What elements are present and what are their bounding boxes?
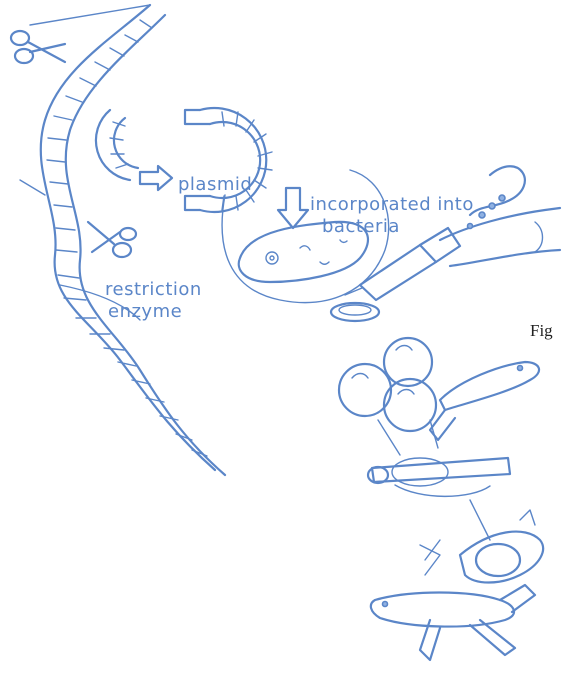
dna-helix-icon [20, 5, 225, 475]
restriction-enzyme-label-line1: restriction [105, 279, 202, 300]
figure-caption-fragment: Fig [530, 321, 553, 340]
connector-lines [378, 420, 490, 575]
scissors-icon [88, 222, 136, 257]
plasmid-label: plasmid [178, 174, 252, 195]
pipette-icon [368, 458, 510, 496]
arrow-right-icon [140, 166, 172, 190]
cells-icon [339, 338, 436, 431]
incorporated-label-line1: incorporated into [310, 194, 474, 215]
petri-dish-icon [331, 303, 379, 321]
hand-icon [440, 208, 560, 266]
fish-icon [460, 510, 543, 583]
fish-icon [430, 362, 539, 440]
fish-icon [371, 585, 535, 660]
arrow-down-icon [278, 188, 308, 228]
plasmid-ring-icon [96, 108, 272, 212]
restriction-enzyme-label-line2: enzyme [108, 301, 182, 322]
scissors-icon [11, 31, 65, 63]
